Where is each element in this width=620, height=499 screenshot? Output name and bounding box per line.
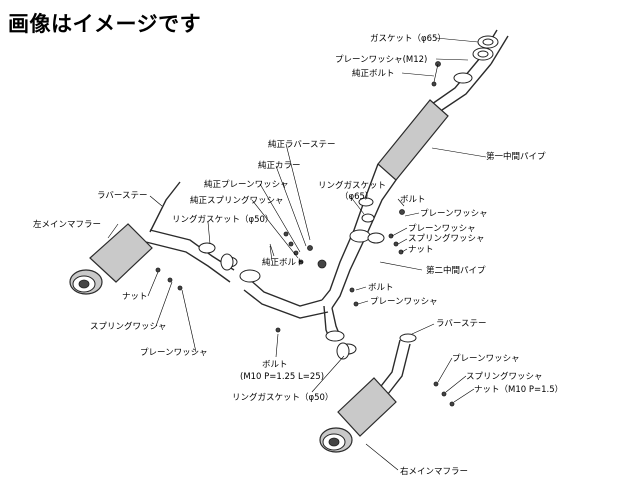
label-left-main-muffler: 左メインマフラー: [33, 219, 101, 230]
label-rubber-stay-right: ラバーステー: [436, 319, 487, 329]
label-plain-washer-mid1: プレーンワッシャ: [420, 209, 488, 219]
label-nut-right: ナット（M10 P=1.5）: [474, 384, 563, 395]
label-bolt-spec: (M10 P=1.25 L=25): [240, 372, 324, 382]
page-title: 画像はイメージです: [8, 12, 202, 36]
label-rubber-stay-genuine: 純正ラバーステー: [268, 139, 336, 150]
label-genuine-plain-washer: 純正プレーンワッシャ: [204, 179, 289, 190]
label-spring-washer-right: スプリングワッシャ: [466, 371, 543, 382]
label-ring-gasket-phi50-bottom: リングガスケット（φ50）: [232, 392, 333, 403]
top-flange-parts: [431, 35, 499, 87]
left-main-muffler: [69, 181, 238, 295]
leader-lines: [107, 37, 487, 471]
label-plain-washer-left: プレーンワッシャ: [140, 348, 208, 358]
label-ring-gasket-phi65-size: （φ65）: [340, 191, 373, 202]
label-bolt-lower: ボルト: [368, 283, 394, 293]
label-plain-washer-mid2: プレーンワッシャ: [408, 224, 476, 234]
label-plain-washer-right: プレーンワッシャ: [452, 354, 520, 364]
label-ring-gasket-phi50-top: リングガスケット（φ50）: [172, 214, 273, 225]
label-spring-washer-left: スプリングワッシャ: [90, 321, 167, 332]
label-bolt-spec-name: ボルト: [262, 360, 288, 370]
label-spring-washer-mid: スプリングワッシャ: [408, 233, 485, 244]
part-labels: ガスケット（φ65） プレーンワッシャ(M12) 純正ボルト 第一中間パイプ 純…: [33, 33, 563, 477]
label-plain-washer-m12: プレーンワッシャ(M12): [335, 55, 427, 65]
label-genuine-spring-washer: 純正スプリングワッシャ: [190, 195, 284, 206]
label-right-main-muffler: 右メインマフラー: [400, 466, 468, 477]
label-genuine-collar: 純正カラー: [258, 160, 301, 171]
label-gasket-phi65-top: ガスケット（φ65）: [370, 33, 446, 44]
label-genuine-bolt-mid: 純正ボルト: [262, 257, 305, 268]
label-rubber-stay-left: ラバーステー: [97, 191, 148, 201]
fasteners: [155, 209, 455, 407]
label-ring-gasket-phi65: リングガスケット: [318, 180, 386, 191]
first-middle-pipe: [353, 29, 509, 237]
label-plain-washer-lower: プレーンワッシャ: [370, 297, 438, 307]
label-nut-mid: ナット: [408, 245, 434, 255]
label-second-middle-pipe: 第二中間パイプ: [426, 265, 486, 276]
second-middle-pipe: [239, 229, 385, 342]
label-genuine-bolt-top: 純正ボルト: [352, 68, 395, 79]
right-main-muffler: [319, 333, 417, 453]
label-first-middle-pipe: 第一中間パイプ: [486, 151, 546, 162]
label-nut-left: ナット: [122, 292, 148, 302]
label-bolt-mid: ボルト: [400, 195, 426, 205]
